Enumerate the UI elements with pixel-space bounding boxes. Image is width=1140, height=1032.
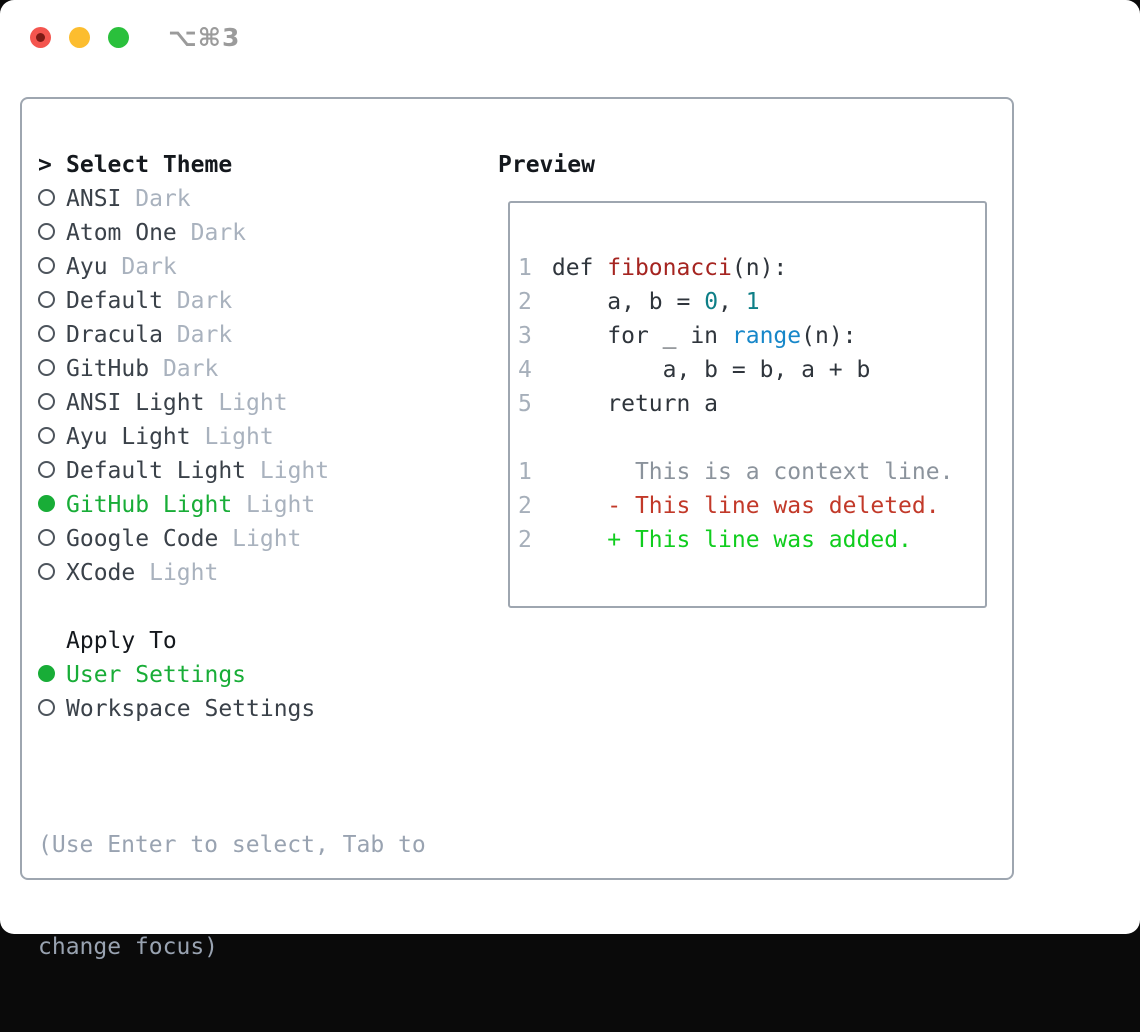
theme-name: GitHub bbox=[66, 356, 163, 382]
preview-line: 5 return a bbox=[518, 391, 719, 417]
theme-name: Default bbox=[66, 288, 177, 314]
theme-variant: Dark bbox=[162, 356, 219, 382]
preview-line: 1 This is a context line. bbox=[518, 459, 954, 485]
hint-line: (Use Enter to select, Tab to bbox=[38, 832, 426, 858]
theme-variant: Dark bbox=[176, 322, 233, 348]
theme-option[interactable]: ANSI Light Light bbox=[38, 386, 478, 420]
focus-cursor: > bbox=[38, 152, 52, 178]
theme-option[interactable]: GitHub Dark bbox=[38, 352, 478, 386]
theme-name: Dracula bbox=[66, 322, 177, 348]
select-theme-header: > Select Theme bbox=[38, 148, 478, 182]
line-number: 1 bbox=[518, 255, 532, 281]
titlebar: ⌥⌘3 bbox=[0, 0, 1140, 60]
theme-option[interactable]: GitHub Light Light bbox=[38, 488, 478, 522]
theme-name: Atom One bbox=[66, 220, 191, 246]
line-number: 4 bbox=[518, 357, 532, 383]
radio-icon bbox=[38, 182, 66, 216]
radio-icon bbox=[38, 522, 66, 556]
radio-selected-icon bbox=[38, 488, 66, 522]
theme-variant: Light bbox=[232, 526, 302, 552]
radio-icon bbox=[38, 216, 66, 250]
theme-variant: Dark bbox=[135, 186, 191, 212]
preview-line: 2 + This line was added. bbox=[518, 527, 912, 553]
theme-option[interactable]: Ayu Dark bbox=[38, 250, 478, 284]
theme-name: Ayu Light bbox=[66, 424, 205, 450]
theme-option[interactable]: ANSI Dark bbox=[38, 182, 478, 216]
radio-icon bbox=[38, 386, 66, 420]
preview-line: 2 - This line was deleted. bbox=[518, 493, 940, 519]
theme-name: GitHub Light bbox=[66, 492, 247, 518]
theme-variant: Light bbox=[218, 390, 288, 416]
apply-to-option-label: Workspace Settings bbox=[66, 696, 316, 722]
apply-to-header: Apply To bbox=[38, 624, 478, 658]
select-theme-label: Select Theme bbox=[66, 152, 233, 178]
radio-icon bbox=[38, 352, 66, 386]
theme-variant: Dark bbox=[121, 254, 177, 280]
theme-name: ANSI bbox=[66, 186, 136, 212]
minimize-button[interactable] bbox=[69, 27, 90, 48]
radio-icon bbox=[38, 318, 66, 352]
line-number: 2 bbox=[518, 289, 532, 315]
line-number: 2 bbox=[518, 527, 532, 553]
theme-variant: Light bbox=[259, 458, 330, 484]
theme-option[interactable]: Atom One Dark bbox=[38, 216, 478, 250]
apply-to-option[interactable]: Workspace Settings bbox=[38, 692, 478, 726]
close-button[interactable] bbox=[30, 27, 51, 48]
preview-line: 2 a, b = 0, 1 bbox=[518, 289, 760, 315]
theme-option[interactable]: Default Dark bbox=[38, 284, 478, 318]
radio-icon bbox=[38, 250, 66, 284]
zoom-button[interactable] bbox=[108, 27, 129, 48]
theme-option[interactable]: Default Light Light bbox=[38, 454, 478, 488]
theme-name: Google Code bbox=[66, 526, 233, 552]
theme-option[interactable]: Google Code Light bbox=[38, 522, 478, 556]
theme-variant: Dark bbox=[190, 220, 247, 246]
radio-icon bbox=[38, 454, 66, 488]
preview-line bbox=[518, 421, 979, 455]
theme-name: XCode bbox=[66, 560, 150, 586]
theme-option[interactable]: XCode Light bbox=[38, 556, 478, 590]
theme-variant: Dark bbox=[176, 288, 233, 314]
keyboard-hint: (Use Enter to select, Tab to change focu… bbox=[38, 760, 478, 1032]
radio-icon bbox=[38, 420, 66, 454]
radio-selected-icon bbox=[38, 658, 66, 692]
theme-name: ANSI Light bbox=[66, 390, 219, 416]
theme-option[interactable]: Ayu Light Light bbox=[38, 420, 478, 454]
preview-line: 3 for _ in range(n): bbox=[518, 323, 857, 349]
apply-to-option[interactable]: User Settings bbox=[38, 658, 478, 692]
line-number: 5 bbox=[518, 391, 532, 417]
line-number: 1 bbox=[518, 459, 532, 485]
apply-to-label: Apply To bbox=[66, 628, 177, 654]
window-title: ⌥⌘3 bbox=[168, 23, 241, 52]
theme-name: Ayu bbox=[66, 254, 122, 280]
theme-variant: Light bbox=[204, 424, 274, 450]
preview-label: Preview bbox=[498, 152, 595, 178]
theme-name: Default Light bbox=[66, 458, 260, 484]
radio-icon bbox=[38, 692, 66, 726]
theme-variant: Light bbox=[246, 492, 316, 518]
line-number: 3 bbox=[518, 323, 532, 349]
hint-line: change focus) bbox=[38, 934, 219, 960]
theme-variant: Light bbox=[149, 560, 219, 586]
line-number: 2 bbox=[518, 493, 532, 519]
theme-option[interactable]: Dracula Dark bbox=[38, 318, 478, 352]
radio-icon bbox=[38, 284, 66, 318]
preview-line: 4 a, b = b, a + b bbox=[518, 357, 871, 383]
apply-to-option-label: User Settings bbox=[66, 662, 247, 688]
radio-icon bbox=[38, 556, 66, 590]
